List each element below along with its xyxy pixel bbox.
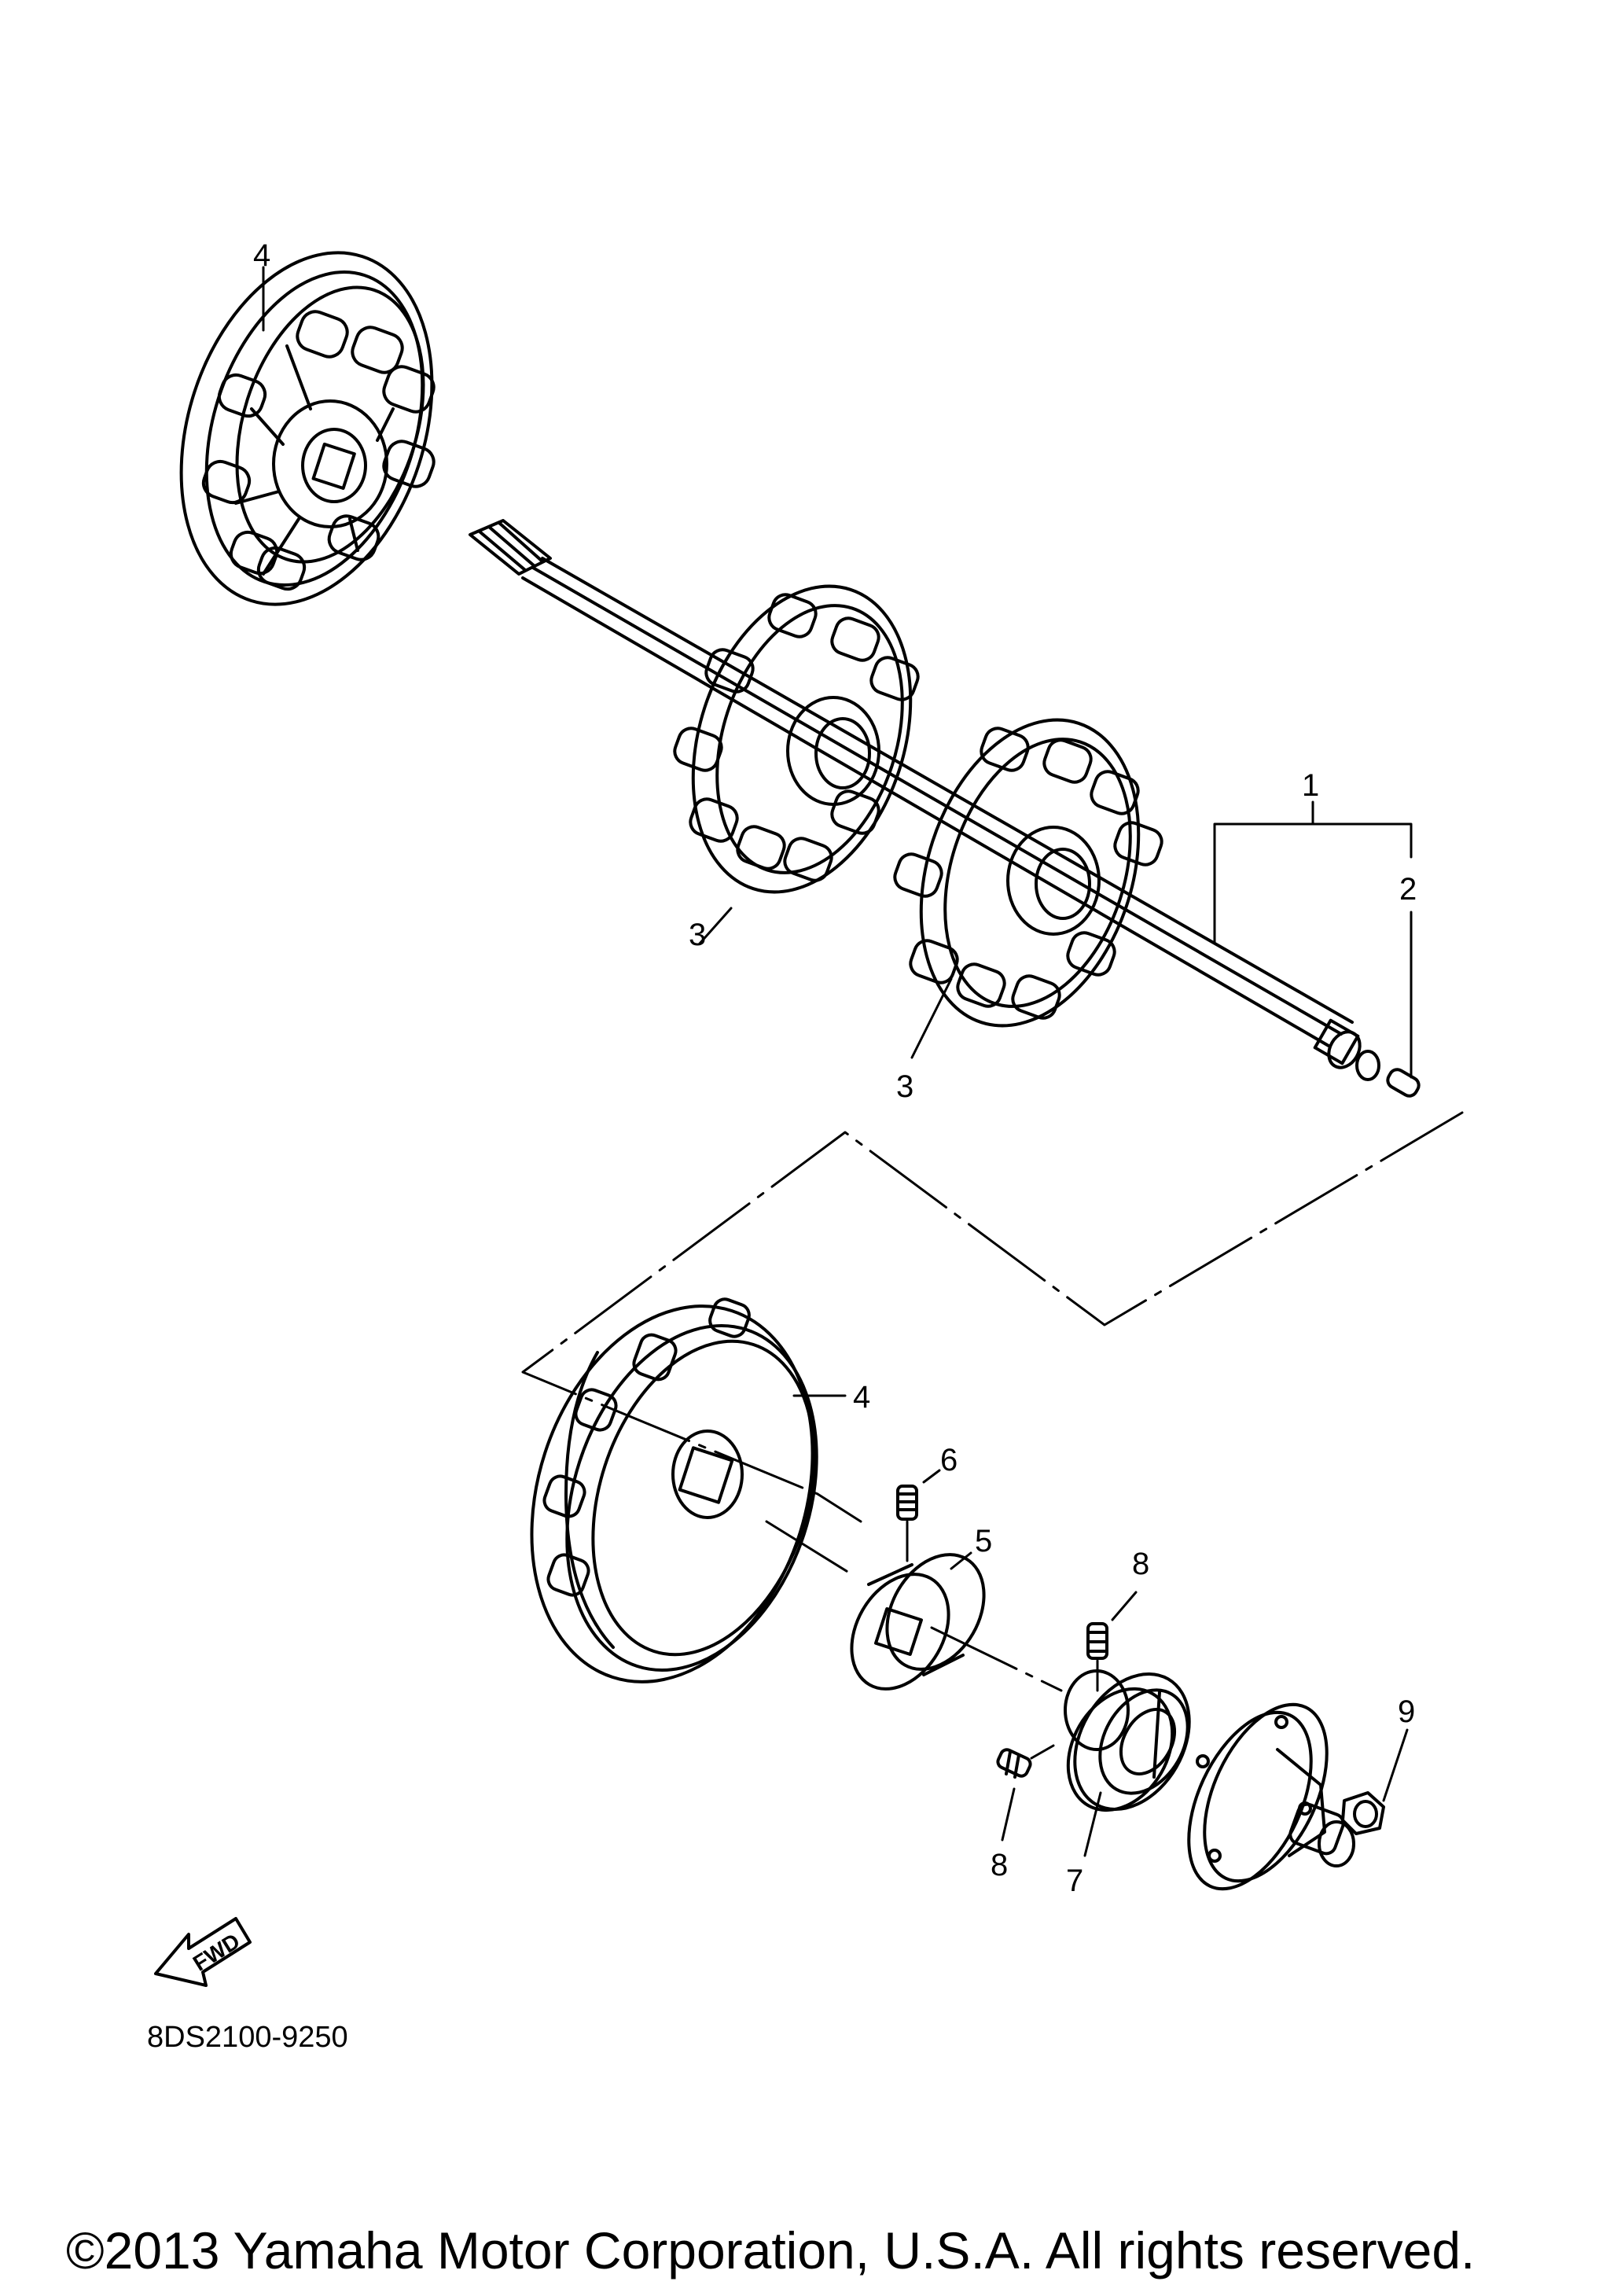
sprocket-middle-left bbox=[673, 584, 920, 894]
callout-2: 2 bbox=[1399, 872, 1417, 907]
assembly-bracket bbox=[1213, 800, 1413, 1079]
callout-8-top: 8 bbox=[1132, 1547, 1149, 1581]
diagram-code: 8DS2100-9250 bbox=[147, 2021, 348, 2054]
callout-6: 6 bbox=[940, 1443, 958, 1477]
callout-5: 5 bbox=[975, 1524, 992, 1558]
set-screw-6 bbox=[896, 1485, 918, 1562]
bearing-housing bbox=[1064, 1669, 1191, 1812]
sprocket-middle-right bbox=[893, 718, 1163, 1028]
sprocket-wheel-top-left bbox=[179, 251, 436, 606]
drive-shaft bbox=[469, 519, 1421, 1098]
fwd-arrow-icon: FWD bbox=[154, 1917, 252, 1987]
assembly-reference-lines bbox=[521, 1111, 1464, 1692]
set-screw-8-bottom bbox=[996, 1744, 1055, 1779]
callout-numbers: 4 1 2 3 3 4 6 5 8 9 8 7 bbox=[253, 238, 1417, 1898]
fwd-label: FWD bbox=[189, 1929, 244, 1976]
collar bbox=[850, 1553, 986, 1691]
set-screw-8-top bbox=[1086, 1622, 1108, 1692]
callout-4-bottom: 4 bbox=[853, 1380, 870, 1415]
lock-nut-9 bbox=[1341, 1791, 1385, 1835]
callout-4-top: 4 bbox=[253, 238, 270, 273]
callout-9: 9 bbox=[1398, 1694, 1415, 1729]
idler-wheel-bottom bbox=[530, 1297, 818, 1683]
callout-3-right: 3 bbox=[896, 1069, 913, 1104]
hub-flange bbox=[1187, 1702, 1355, 1891]
callout-leaders bbox=[262, 266, 1409, 1857]
callout-3-left: 3 bbox=[689, 918, 706, 952]
copyright-notice: ©2013 Yamaha Motor Corporation, U.S.A. A… bbox=[66, 2221, 1475, 2279]
callout-8-bottom: 8 bbox=[991, 1848, 1008, 1882]
callout-1: 1 bbox=[1302, 768, 1319, 803]
sprocket-teeth-top bbox=[201, 310, 436, 591]
callout-7: 7 bbox=[1066, 1864, 1083, 1898]
